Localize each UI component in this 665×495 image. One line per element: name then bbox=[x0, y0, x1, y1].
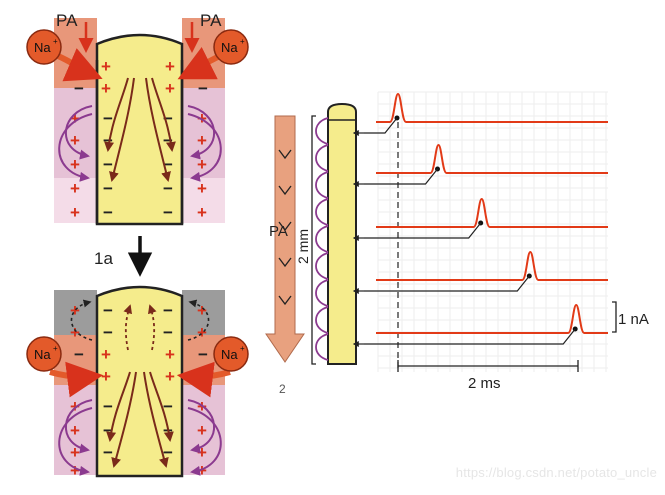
svg-text:+: + bbox=[197, 421, 207, 440]
axon-rod bbox=[328, 104, 356, 364]
svg-text:+: + bbox=[101, 345, 111, 364]
na-label: Na bbox=[221, 347, 238, 362]
svg-text:−: − bbox=[198, 79, 208, 98]
current-loop bbox=[316, 334, 328, 360]
axon-panel-top: ++ ++ ++ ++ ++ ++ ++ −− −− −− −− −− −− −… bbox=[27, 11, 248, 224]
svg-text:−: − bbox=[103, 323, 113, 342]
na-ion-bottom-right: Na + bbox=[214, 337, 248, 371]
current-scale-bar bbox=[612, 302, 616, 332]
na-label: Na bbox=[221, 40, 238, 55]
na-label: Na bbox=[34, 347, 51, 362]
svg-text:+: + bbox=[70, 179, 80, 198]
svg-text:−: − bbox=[103, 443, 113, 462]
svg-text:+: + bbox=[197, 131, 207, 150]
current-loop bbox=[316, 172, 328, 198]
svg-text:+: + bbox=[101, 79, 111, 98]
svg-text:+: + bbox=[70, 203, 80, 222]
current-loop bbox=[316, 307, 328, 333]
svg-text:+: + bbox=[165, 57, 175, 76]
na-charge-label: + bbox=[240, 37, 245, 46]
svg-text:−: − bbox=[74, 79, 84, 98]
svg-text:−: − bbox=[163, 179, 173, 198]
svg-text:+: + bbox=[197, 203, 207, 222]
na-label: Na bbox=[34, 40, 51, 55]
axon-panel-bottom: ++ ++ ++ ++ ++ ++ ++ ++ −− −− −− −− −− −… bbox=[27, 287, 248, 480]
svg-text:−: − bbox=[163, 301, 173, 320]
na-charge-label: + bbox=[240, 344, 245, 353]
length-scale-label: 2 mm bbox=[295, 229, 311, 264]
svg-text:+: + bbox=[70, 323, 80, 342]
conduction-panel: PA 2 2 mm 1 nA 2 ms bbox=[266, 92, 649, 396]
na-ion-top-left: Na + bbox=[27, 30, 61, 64]
svg-text:+: + bbox=[101, 57, 111, 76]
svg-text:−: − bbox=[103, 203, 113, 222]
svg-text:−: − bbox=[163, 203, 173, 222]
watermark: https://blog.csdn.net/potato_uncle bbox=[456, 465, 657, 480]
svg-text:−: − bbox=[198, 345, 208, 364]
current-loop bbox=[316, 145, 328, 171]
step-label: 1a bbox=[94, 249, 113, 268]
svg-text:+: + bbox=[197, 179, 207, 198]
pa-axis-label: PA bbox=[269, 223, 288, 240]
svg-text:+: + bbox=[165, 345, 175, 364]
current-loop bbox=[316, 199, 328, 225]
svg-text:−: − bbox=[103, 397, 113, 416]
svg-text:+: + bbox=[70, 421, 80, 440]
svg-text:+: + bbox=[101, 367, 111, 386]
current-loop bbox=[316, 118, 328, 144]
stray-label: 2 bbox=[279, 382, 286, 396]
time-scale-label: 2 ms bbox=[468, 375, 501, 392]
svg-text:+: + bbox=[197, 155, 207, 174]
svg-text:+: + bbox=[165, 367, 175, 386]
na-charge-label: + bbox=[53, 344, 58, 353]
current-scale-label: 1 nA bbox=[618, 311, 649, 328]
current-loop bbox=[316, 280, 328, 306]
na-ion-top-right: Na + bbox=[214, 30, 248, 64]
pa-label-left: PA bbox=[56, 11, 78, 30]
svg-text:−: − bbox=[103, 301, 113, 320]
svg-text:+: + bbox=[197, 301, 207, 320]
svg-text:+: + bbox=[165, 79, 175, 98]
svg-text:+: + bbox=[197, 323, 207, 342]
current-loop bbox=[316, 253, 328, 279]
na-charge-label: + bbox=[53, 37, 58, 46]
svg-text:−: − bbox=[74, 345, 84, 364]
svg-text:−: − bbox=[103, 179, 113, 198]
current-loop bbox=[316, 226, 328, 252]
pa-label-right: PA bbox=[200, 11, 222, 30]
current-loops bbox=[316, 118, 328, 360]
svg-text:−: − bbox=[103, 155, 113, 174]
svg-text:−: − bbox=[103, 109, 113, 128]
svg-text:−: − bbox=[163, 323, 173, 342]
na-ion-bottom-left: Na + bbox=[27, 337, 61, 371]
svg-text:+: + bbox=[70, 301, 80, 320]
